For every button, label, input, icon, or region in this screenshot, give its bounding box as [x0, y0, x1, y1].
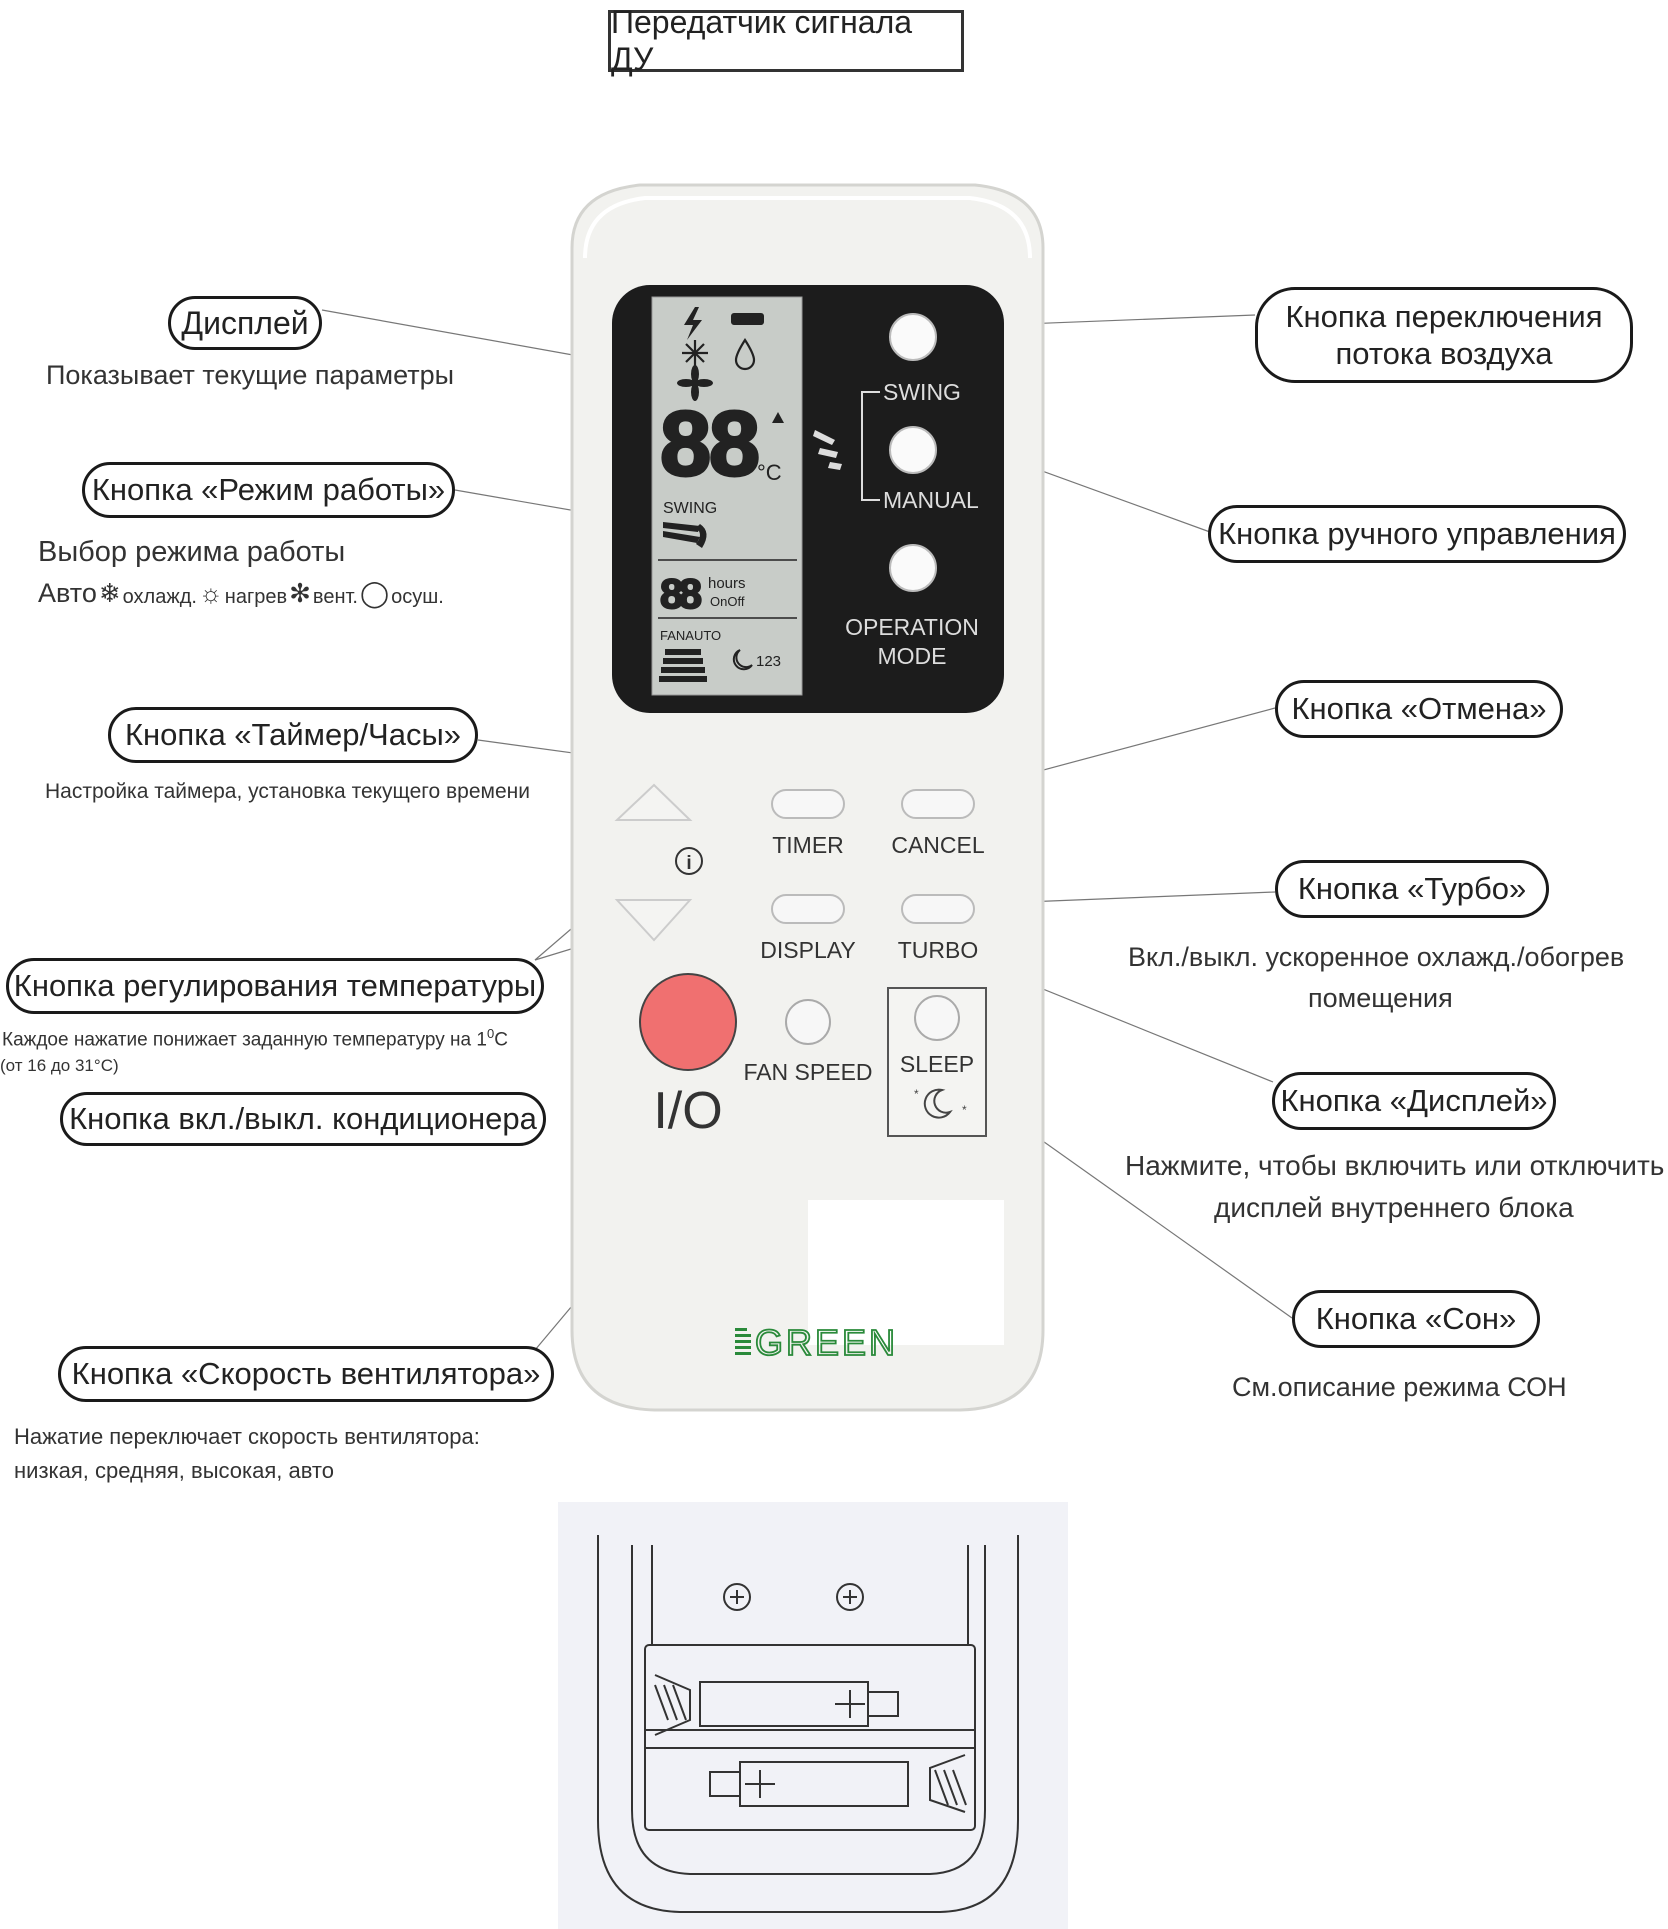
power-button[interactable] [639, 973, 737, 1071]
mode-fan-text: вент. [312, 586, 358, 608]
sleep-label: SLEEP [900, 1051, 974, 1077]
operation-mode-button[interactable] [889, 544, 937, 592]
temp-desc-text: Каждое нажатие понижает заданную темпера… [2, 1029, 487, 1051]
svg-text:i: i [686, 853, 691, 874]
callout-swing-line1: Кнопка переключения [1285, 298, 1603, 334]
sleep-moon-icon [923, 1088, 953, 1119]
brand-logo-icon [735, 1328, 751, 1355]
lcd-icons: AUTO 88 °C SWING 88 hours OnOff FANAUTO … [658, 307, 797, 682]
callout-fan-desc1: Нажатие переключает скорость вентилятора… [14, 1424, 480, 1449]
callout-turbo-desc2: помещения [1308, 983, 1453, 1013]
callout-display-button: Кнопка «Дисплей» [1272, 1072, 1556, 1130]
callout-sleep-desc: См.описание режима СОН [1232, 1372, 1567, 1402]
callout-mode-desc1: Выбор режима работы [38, 536, 346, 568]
callout-cancel: Кнопка «Отмена» [1275, 680, 1563, 738]
sleep-button[interactable] [914, 995, 960, 1041]
svg-text:*: * [914, 1087, 919, 1101]
cancel-label: CANCEL [891, 832, 985, 858]
lcd-auto-label: AUTO [736, 316, 758, 325]
callout-power: Кнопка вкл./выкл. кондиционера [60, 1092, 546, 1146]
display-button[interactable] [771, 894, 845, 924]
temp-desc-unit: С [494, 1029, 508, 1051]
lcd-fan-icon [677, 365, 713, 401]
timer-button[interactable] [771, 789, 845, 819]
swing-button[interactable] [889, 313, 937, 361]
lcd-hours: hours [708, 575, 746, 592]
operation-label-2: MODE [878, 643, 947, 669]
lcd-swing-icon [663, 522, 707, 548]
callout-display-button-desc2: дисплей внутреннего блока [1214, 1192, 1574, 1223]
callout-mode-desc2: Авто ❄ охлажд. ☼ нагрев ✻ вент. ◯ осуш. [38, 578, 444, 609]
callout-temp: Кнопка регулирования температуры [6, 958, 544, 1014]
lcd-swing-label: SWING [663, 500, 717, 517]
lcd-cool-icon [682, 340, 708, 366]
callout-swing-line2: потока воздуха [1335, 336, 1553, 371]
lcd-dry-icon [734, 337, 756, 371]
temp-up-button[interactable] [614, 783, 693, 821]
mode-cool-text: охлажд. [122, 586, 197, 608]
callout-sleep: Кнопка «Сон» [1292, 1290, 1540, 1348]
temp-desc-sup: 0 [486, 1026, 495, 1041]
spring-icons [654, 1684, 967, 1806]
callout-display-desc: Показывает текущие параметры [46, 360, 455, 390]
label-patch [808, 1200, 1004, 1345]
timer-label: TIMER [772, 832, 844, 858]
screw-icon [836, 1583, 864, 1611]
lcd-onoff: OnOff [710, 594, 745, 609]
diagram-title: Передатчик сигнала ДУ [608, 4, 964, 77]
info-icon [675, 847, 703, 875]
lcd-sleep-numbers: 123 [756, 653, 781, 670]
power-label: I/O [653, 1082, 722, 1140]
callout-fan: Кнопка «Скорость вентилятора» [58, 1346, 554, 1402]
fan-speed-button[interactable] [785, 999, 831, 1045]
turbo-button[interactable] [901, 894, 975, 924]
brand-name: GREEN [755, 1322, 898, 1363]
turbo-label: TURBO [898, 937, 979, 963]
temp-down-button[interactable] [614, 899, 693, 942]
mode-cool-icon: ❄ [98, 578, 121, 608]
mode-fan-icon: ✻ [289, 578, 311, 608]
callout-timer-desc: Настройка таймера, установка текущего вр… [45, 780, 530, 803]
operation-label-1: OPERATION [845, 614, 979, 640]
mode-auto-text: Авто [38, 578, 97, 608]
callout-mode: Кнопка «Режим работы» [82, 462, 455, 518]
mode-dry-text: осуш. [391, 586, 444, 608]
callout-manual: Кнопка ручного управления [1208, 505, 1626, 563]
callout-fan-desc2: низкая, средняя, высокая, авто [14, 1458, 334, 1483]
lcd-temp-digits: 88 [660, 393, 760, 495]
cancel-button[interactable] [901, 789, 975, 819]
display-label: DISPLAY [760, 937, 855, 963]
svg-text:*: * [962, 1103, 967, 1117]
battery-compartment [597, 1535, 1019, 1913]
callout-display-button-desc1: Нажмите, чтобы включить или отключить [1125, 1150, 1665, 1181]
lcd-sleep-icon [732, 649, 753, 671]
fan-speed-label: FAN SPEED [743, 1059, 872, 1085]
lcd-screen [651, 296, 803, 696]
callout-temp-desc2: (от 16 до 31°С) [0, 1056, 119, 1075]
mode-heat-icon: ☼ [198, 578, 223, 608]
callout-swing: Кнопка переключения потока воздуха [1255, 287, 1633, 383]
mode-dry-icon: ◯ [360, 578, 390, 608]
battery-drawing-bg [558, 1502, 1068, 1929]
mode-heat-text: нагрев [224, 586, 288, 608]
swing-label: SWING [883, 379, 961, 405]
manual-button[interactable] [889, 426, 937, 474]
callout-turbo: Кнопка «Турбо» [1275, 860, 1549, 918]
callout-timer: Кнопка «Таймер/Часы» [108, 707, 478, 763]
callout-temp-desc1: Каждое нажатие понижает заданную темпера… [2, 1026, 508, 1051]
lcd-timer-digits: 88 [660, 570, 702, 617]
lcd-up-arrow-icon [772, 412, 784, 423]
lcd-fan-level-icon [659, 649, 707, 682]
swing-flap-icon [813, 430, 842, 470]
lcd-turbo-icon [684, 307, 702, 340]
lcd-unit: °C [757, 460, 782, 485]
lcd-fanauto: FANAUTO [660, 628, 721, 643]
callout-turbo-desc1: Вкл./выкл. ускоренное охлажд./обогрев [1128, 942, 1625, 972]
screw-icon [723, 1583, 751, 1611]
callout-display: Дисплей [168, 296, 322, 350]
manual-label: MANUAL [883, 487, 979, 513]
